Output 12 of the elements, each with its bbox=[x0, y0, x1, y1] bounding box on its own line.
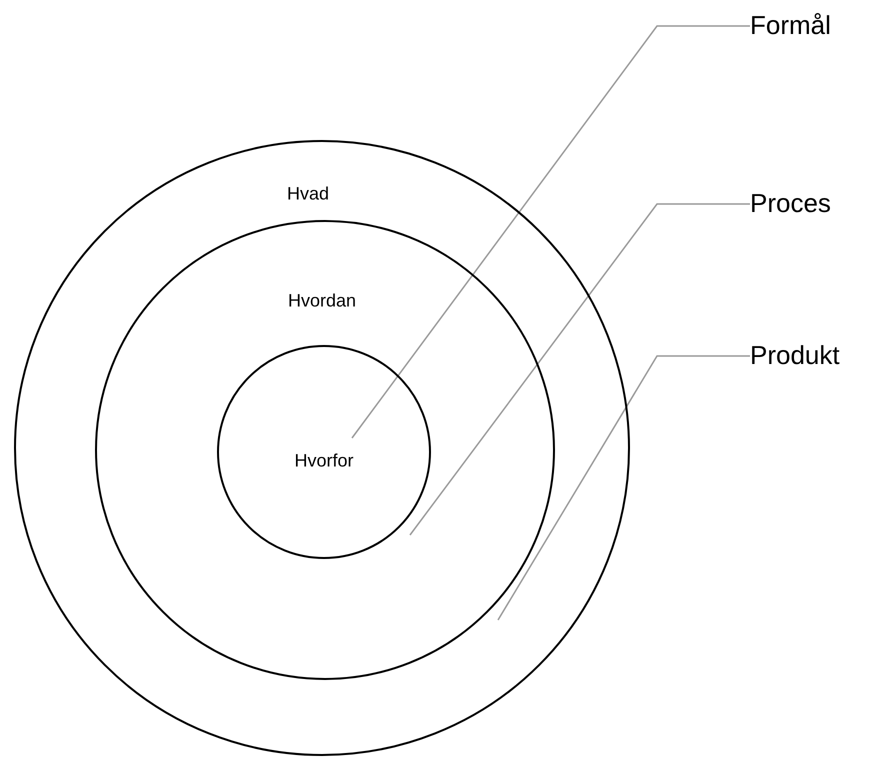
leader-line bbox=[497, 355, 750, 620]
ring-label: Hvordan bbox=[288, 290, 356, 312]
ring-label: Hvad bbox=[286, 184, 330, 204]
callout-label: Proces bbox=[750, 188, 831, 218]
ring-label: Hvorfor bbox=[294, 450, 354, 472]
leader-line bbox=[351, 25, 750, 438]
circle bbox=[14, 140, 630, 756]
circle bbox=[217, 345, 431, 559]
callout-label: Produkt bbox=[750, 340, 840, 370]
leader-line bbox=[409, 203, 750, 536]
callout-label: Formål bbox=[750, 10, 831, 40]
circle bbox=[95, 220, 555, 680]
